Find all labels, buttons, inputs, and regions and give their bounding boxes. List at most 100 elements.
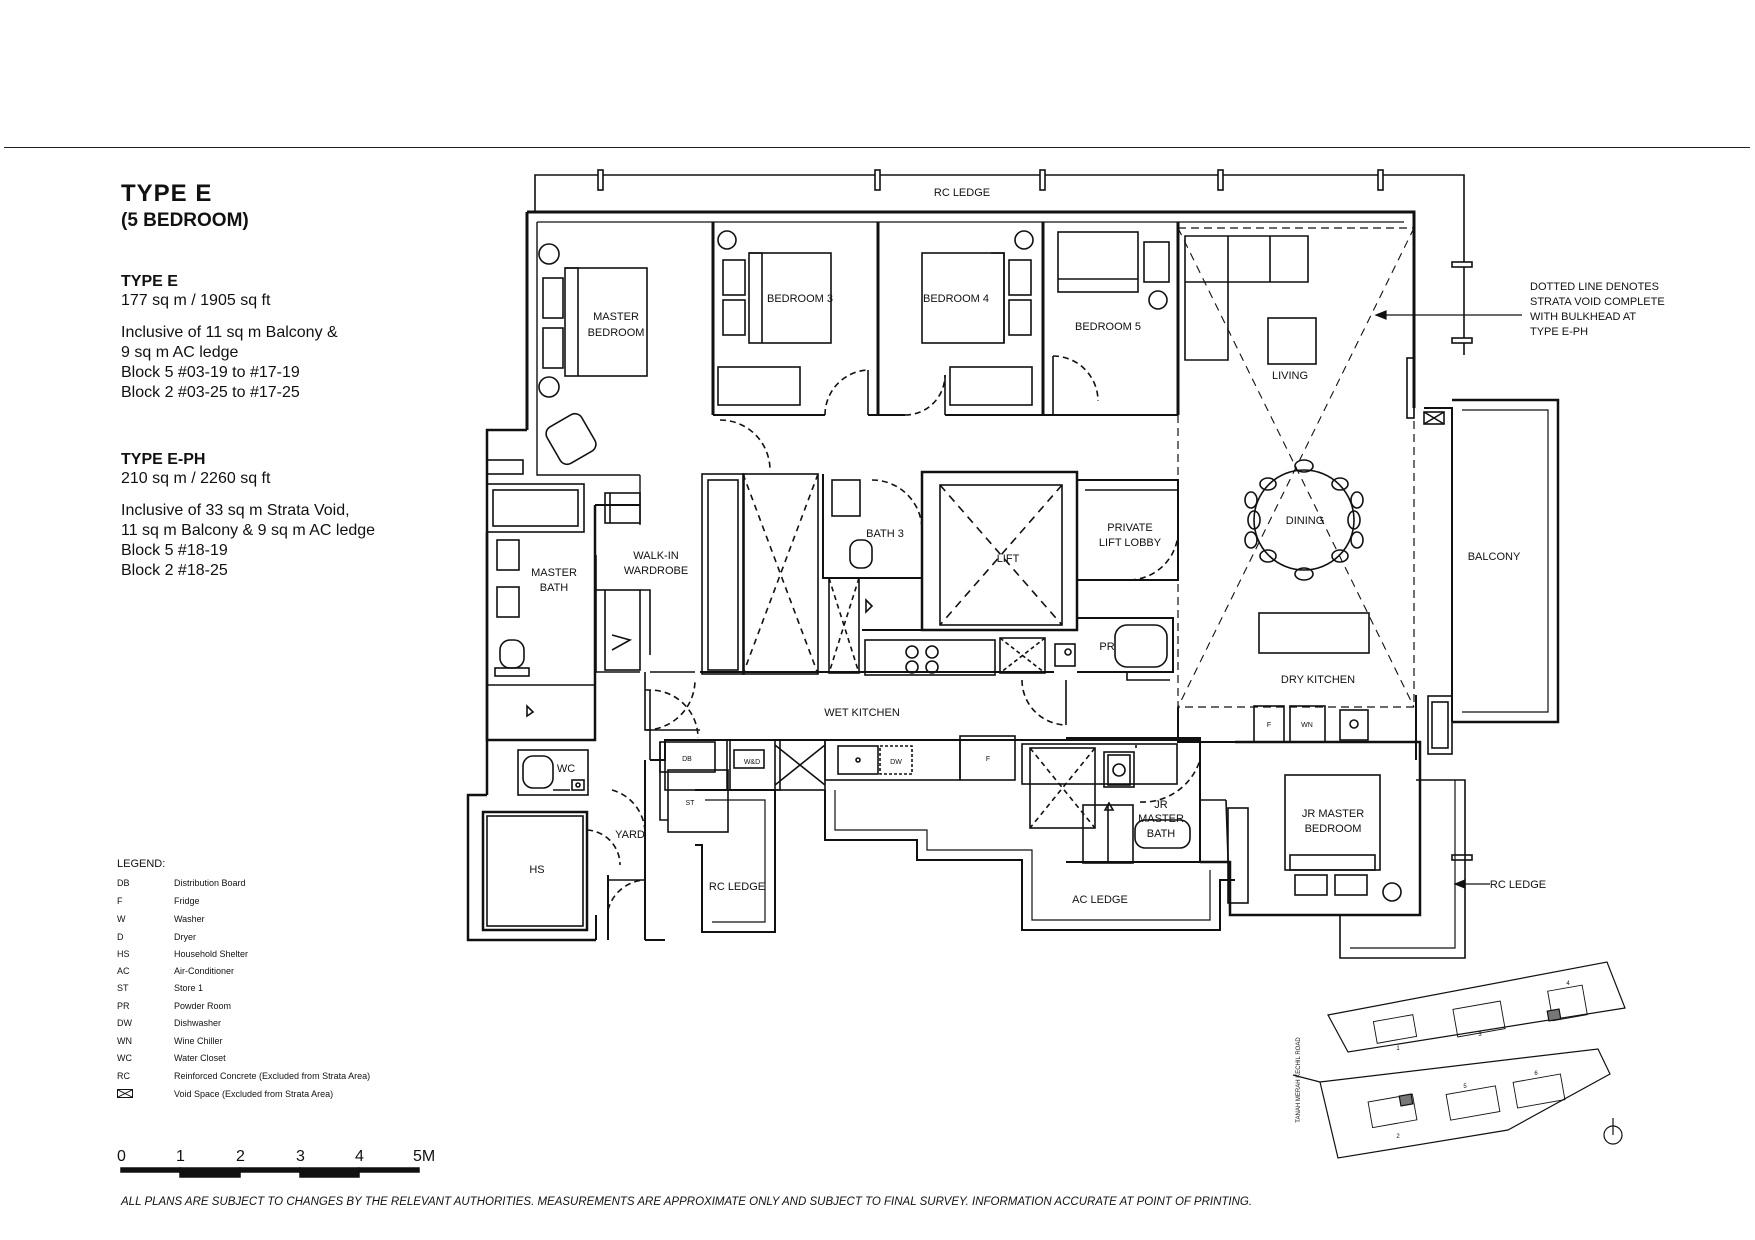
fixture-fridge-dry: F (1267, 722, 1271, 729)
legend-code: D (117, 932, 124, 942)
label-rc-ledge-right: RC LEDGE (1490, 879, 1546, 891)
spec-type-e-line: Inclusive of 11 sq m Balcony & (121, 324, 338, 341)
spec-type-e-area: 177 sq m / 1905 sq ft (121, 292, 271, 309)
legend-desc: Air-Conditioner (174, 966, 235, 976)
label-bedroom-5: BEDROOM 5 (1075, 321, 1141, 333)
label-master-bath: BATH (540, 582, 569, 594)
label-wc: WC (557, 763, 575, 775)
legend-title: LEGEND: (117, 858, 166, 870)
label-rc-ledge-top: RC LEDGE (934, 187, 990, 199)
label-dry-kitchen: DRY KITCHEN (1281, 674, 1355, 686)
scale-label: 5M (413, 1148, 436, 1165)
spec-type-e-ph-line: Block 2 #18-25 (121, 562, 228, 579)
label-yard: YARD (615, 829, 645, 841)
note-line: DOTTED LINE DENOTES (1530, 281, 1659, 293)
disclaimer: ALL PLANS ARE SUBJECT TO CHANGES BY THE … (121, 1196, 1253, 1208)
label-master-bedroom: MASTER (593, 311, 639, 323)
label-bedroom-4: BEDROOM 4 (923, 293, 989, 305)
label-master-bedroom: BEDROOM (588, 327, 645, 339)
scale-label: 4 (355, 1148, 364, 1165)
scale-label: 0 (117, 1148, 126, 1165)
legend-code: PR (117, 1001, 130, 1011)
spec-type-e: TYPE E 177 sq m / 1905 sq ft Inclusive o… (121, 273, 338, 403)
scale-label: 3 (296, 1148, 305, 1165)
label-pr: PR (1099, 641, 1114, 653)
label-jr-master-bath: BATH (1147, 828, 1176, 840)
void-space-icon (117, 1089, 133, 1098)
site-road-label: TANAH MERAH KECHIL ROAD (1296, 1037, 1302, 1123)
legend-desc: Powder Room (174, 1001, 232, 1011)
label-jr-master-bath: MASTER (1138, 813, 1184, 825)
spec-type-e-line: Block 2 #03-25 to #17-25 (121, 384, 300, 401)
site-block-label: 3 (1478, 1032, 1482, 1038)
fixture-wd: W&D (744, 759, 760, 766)
fixture-db: DB (682, 756, 692, 763)
label-bedroom-3: BEDROOM 3 (767, 293, 833, 305)
fixture-wine-chiller: WN (1301, 722, 1313, 729)
fixture-dw: DW (890, 759, 902, 766)
legend-code: F (117, 896, 123, 906)
spec-type-e-ph: TYPE E-PH 210 sq m / 2260 sq ft Inclusiv… (121, 451, 375, 581)
spec-type-e-heading: TYPE E (121, 273, 178, 290)
spec-type-e-line: 9 sq m AC ledge (121, 344, 239, 361)
scale-label: 1 (176, 1148, 185, 1165)
spec-type-e-ph-area: 210 sq m / 2260 sq ft (121, 470, 271, 487)
legend-desc: Fridge (174, 896, 200, 906)
label-wet-kitchen: WET KITCHEN (824, 707, 900, 719)
page-subtitle: (5 BEDROOM) (121, 210, 249, 231)
spec-type-e-ph-line: 11 sq m Balcony & 9 sq m AC ledge (121, 522, 376, 539)
legend-desc: Water Closet (174, 1053, 226, 1063)
legend-desc: Dryer (174, 932, 196, 942)
site-block-label: 1 (1396, 1046, 1400, 1052)
label-bath-3: BATH 3 (866, 528, 904, 540)
scale-bar (120, 1167, 420, 1178)
spec-type-e-ph-heading: TYPE E-PH (121, 451, 206, 468)
site-block-label: 6 (1534, 1071, 1538, 1077)
note-line: TYPE E-PH (1530, 326, 1589, 338)
label-rc-ledge-bottom: RC LEDGE (709, 881, 765, 893)
legend-desc: Dishwasher (174, 1018, 222, 1028)
legend-code: ST (117, 983, 129, 993)
note-line: WITH BULKHEAD AT (1530, 311, 1637, 323)
label-lift: LIFT (997, 553, 1020, 565)
spec-type-e-ph-line: Inclusive of 33 sq m Strata Void, (121, 502, 350, 519)
note-line: STRATA VOID COMPLETE (1530, 296, 1665, 308)
legend-desc: Wine Chiller (174, 1036, 223, 1046)
label-walkin-wardrobe: WALK-IN (633, 550, 678, 562)
label-jr-master-bedroom: JR MASTER (1302, 808, 1364, 820)
label-jr-master-bedroom: BEDROOM (1305, 823, 1362, 835)
legend-code: W (117, 914, 126, 924)
legend-code: HS (117, 949, 130, 959)
label-living: LIVING (1272, 370, 1308, 382)
label-private-lift-lobby: PRIVATE (1107, 522, 1152, 534)
label-dining: DINING (1286, 515, 1325, 527)
label-private-lift-lobby: LIFT LOBBY (1099, 537, 1162, 549)
spec-type-e-line: Block 5 #03-19 to #17-19 (121, 364, 300, 381)
scale-label: 2 (236, 1148, 245, 1165)
legend-desc: Household Shelter (174, 949, 249, 959)
strata-void-note: DOTTED LINE DENOTES STRATA VOID COMPLETE… (1530, 280, 1665, 340)
legend-code: AC (117, 966, 130, 976)
legend-desc: Void Space (Excluded from Strata Area) (174, 1089, 334, 1099)
legend-code: DB (117, 878, 130, 888)
label-balcony: BALCONY (1468, 551, 1521, 563)
legend-desc: Store 1 (174, 983, 204, 993)
fixture-st: ST (686, 800, 696, 807)
legend-desc: Reinforced Concrete (Excluded from Strat… (174, 1071, 371, 1081)
site-block-label: 2 (1396, 1134, 1400, 1140)
spec-type-e-ph-line: Block 5 #18-19 (121, 542, 228, 559)
label-ac-ledge: AC LEDGE (1072, 894, 1128, 906)
legend-desc: Distribution Board (174, 878, 246, 888)
site-block-label: 5 (1463, 1084, 1467, 1090)
legend-code: WN (117, 1036, 132, 1046)
site-plan (1292, 961, 1626, 1159)
header-rule (4, 147, 1750, 148)
legend-code: WC (117, 1053, 132, 1063)
label-master-bath: MASTER (531, 567, 577, 579)
legend-code: RC (117, 1071, 130, 1081)
legend-code: DW (117, 1018, 132, 1028)
legend-desc: Washer (174, 914, 205, 924)
fixture-fridge: F (986, 756, 990, 763)
legend: DB Distribution Board F Fridge W Washer D Dr… (117, 878, 417, 1118)
